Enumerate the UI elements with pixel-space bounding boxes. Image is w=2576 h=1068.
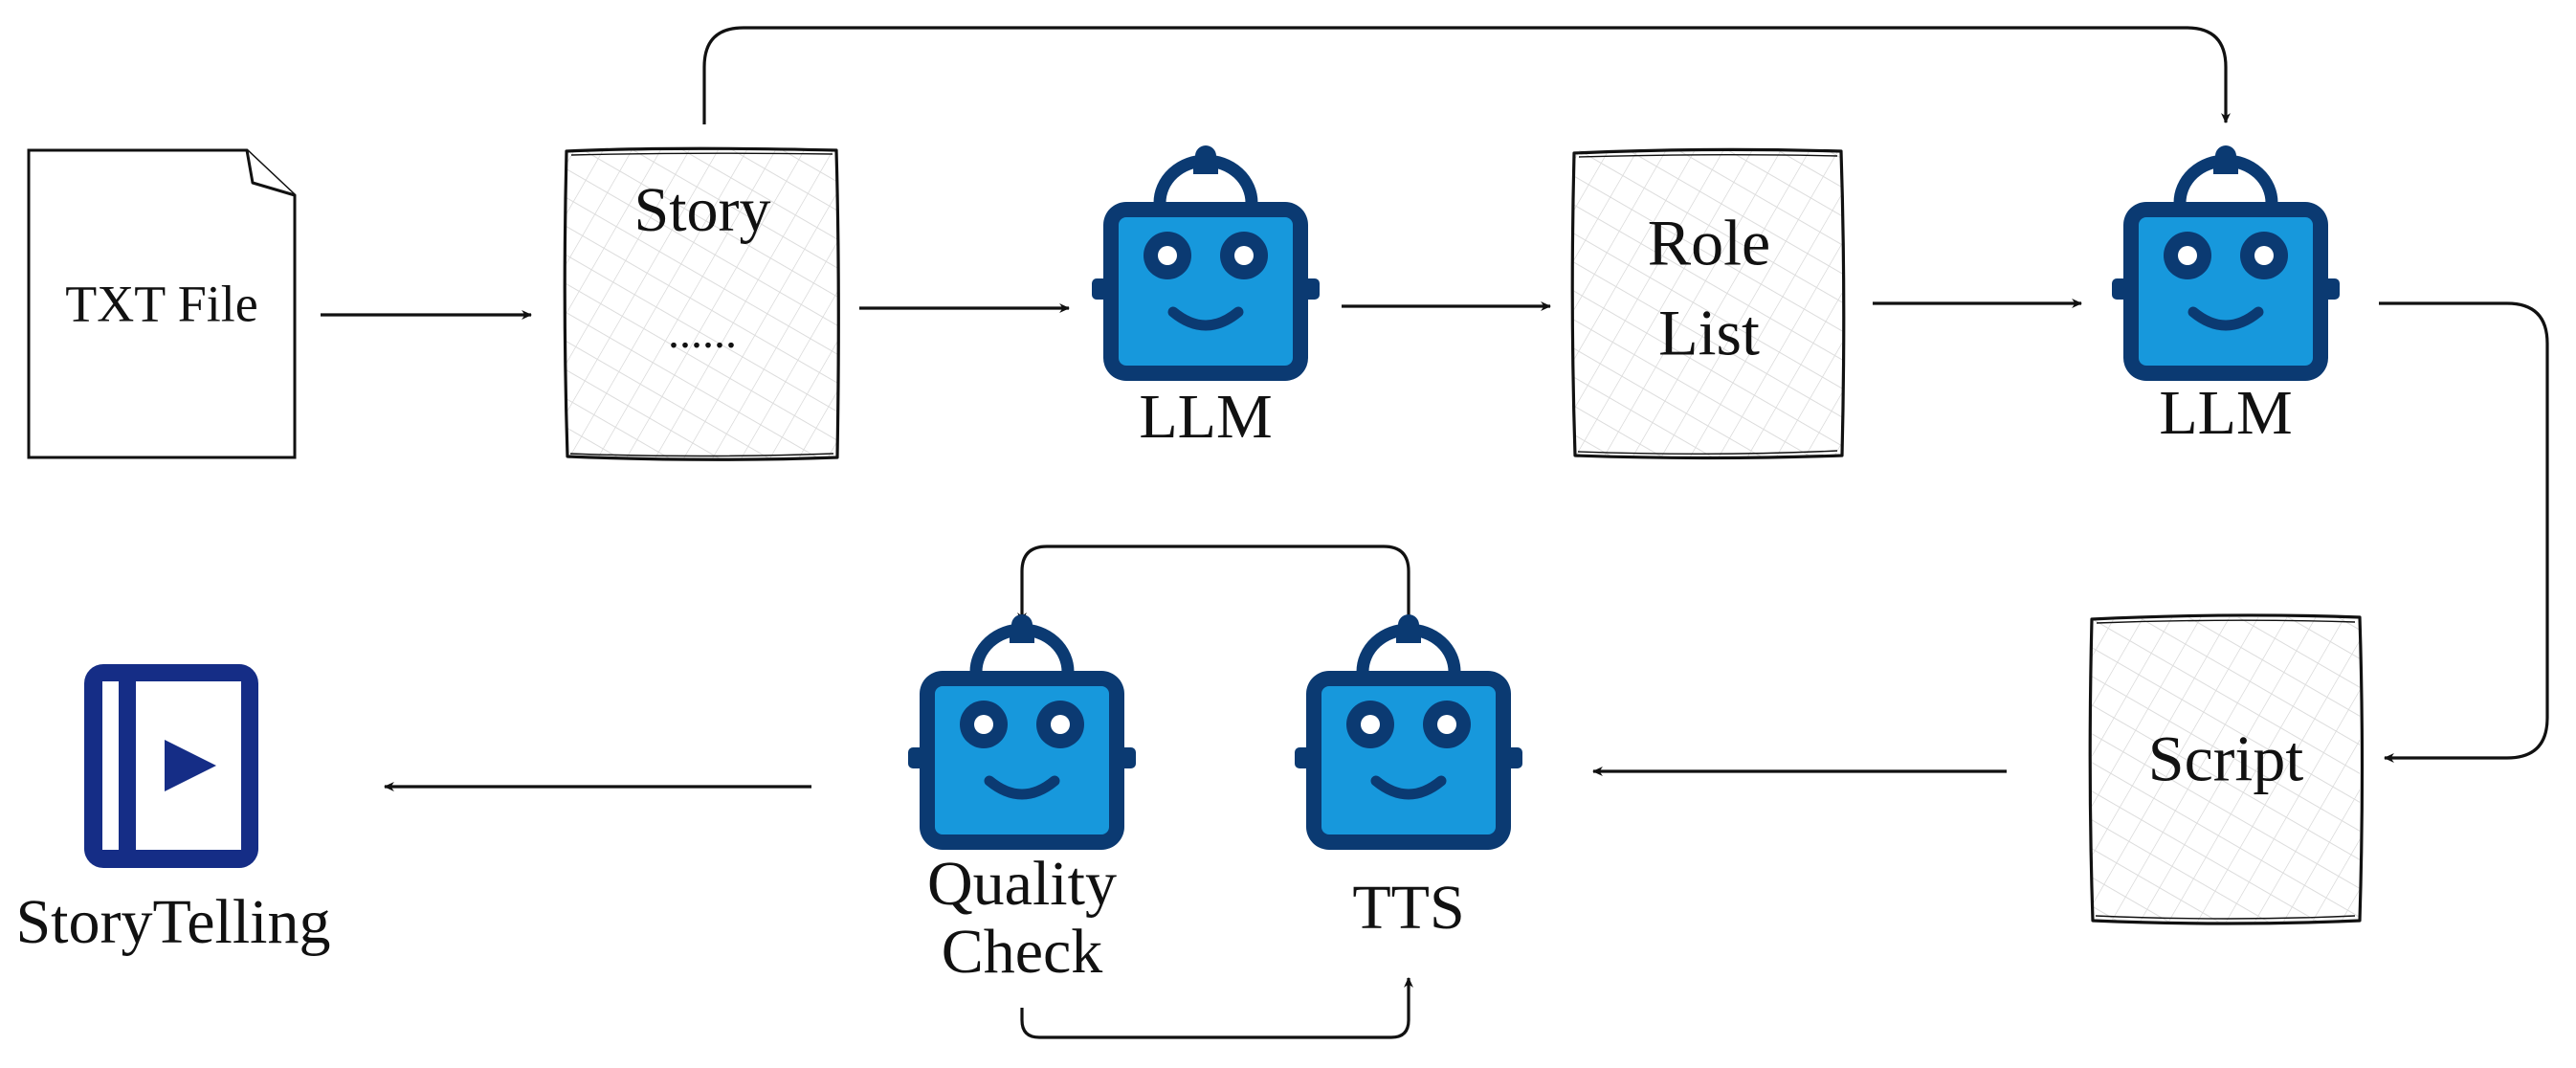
quality-check-node: Quality Check bbox=[908, 614, 1136, 987]
script-node: Script bbox=[2088, 613, 2365, 925]
tts-label: TTS bbox=[1352, 873, 1464, 943]
role-list-line2: List bbox=[1658, 297, 1760, 369]
script-label: Script bbox=[2148, 723, 2304, 795]
llm-1-label: LLM bbox=[1139, 382, 1272, 452]
script-box-border bbox=[2088, 613, 2365, 925]
story-box-border bbox=[563, 146, 840, 461]
storytelling-node: StoryTelling bbox=[15, 664, 331, 957]
role-list-line1: Role bbox=[1648, 207, 1770, 279]
llm-2-node: LLM bbox=[2112, 145, 2340, 448]
tts-node: TTS bbox=[1295, 614, 1522, 943]
story-title: Story bbox=[633, 175, 770, 245]
edge-tts-to-qualitycheck bbox=[1017, 545, 1410, 628]
story-body: ...... bbox=[668, 307, 737, 358]
txt-file-label: TXT File bbox=[65, 275, 258, 332]
edges bbox=[321, 26, 2549, 1039]
role-list-box-border bbox=[1570, 147, 1846, 460]
robot-icon bbox=[1092, 145, 1320, 381]
llm-1-node: LLM bbox=[1092, 145, 1320, 452]
document-icon bbox=[27, 148, 297, 459]
llm-2-label: LLM bbox=[2159, 378, 2292, 448]
quality-check-line2: Check bbox=[942, 917, 1103, 987]
video-book-icon bbox=[84, 664, 258, 868]
robot-icon bbox=[908, 614, 1136, 850]
document-fold bbox=[245, 149, 296, 197]
robot-icon bbox=[1295, 614, 1522, 850]
edge-llm2-to-script bbox=[2379, 301, 2549, 763]
edge-story-to-llm2 bbox=[702, 26, 2231, 124]
robot-icon bbox=[2112, 145, 2340, 381]
txt-file-node: TXT File bbox=[27, 148, 297, 459]
story-node: Story ...... bbox=[563, 146, 840, 461]
storytelling-label: StoryTelling bbox=[15, 887, 330, 957]
edge-qualitycheck-to-tts bbox=[1020, 976, 1413, 1039]
quality-check-line1: Quality bbox=[927, 849, 1117, 919]
role-list-node: Role List bbox=[1570, 147, 1846, 460]
